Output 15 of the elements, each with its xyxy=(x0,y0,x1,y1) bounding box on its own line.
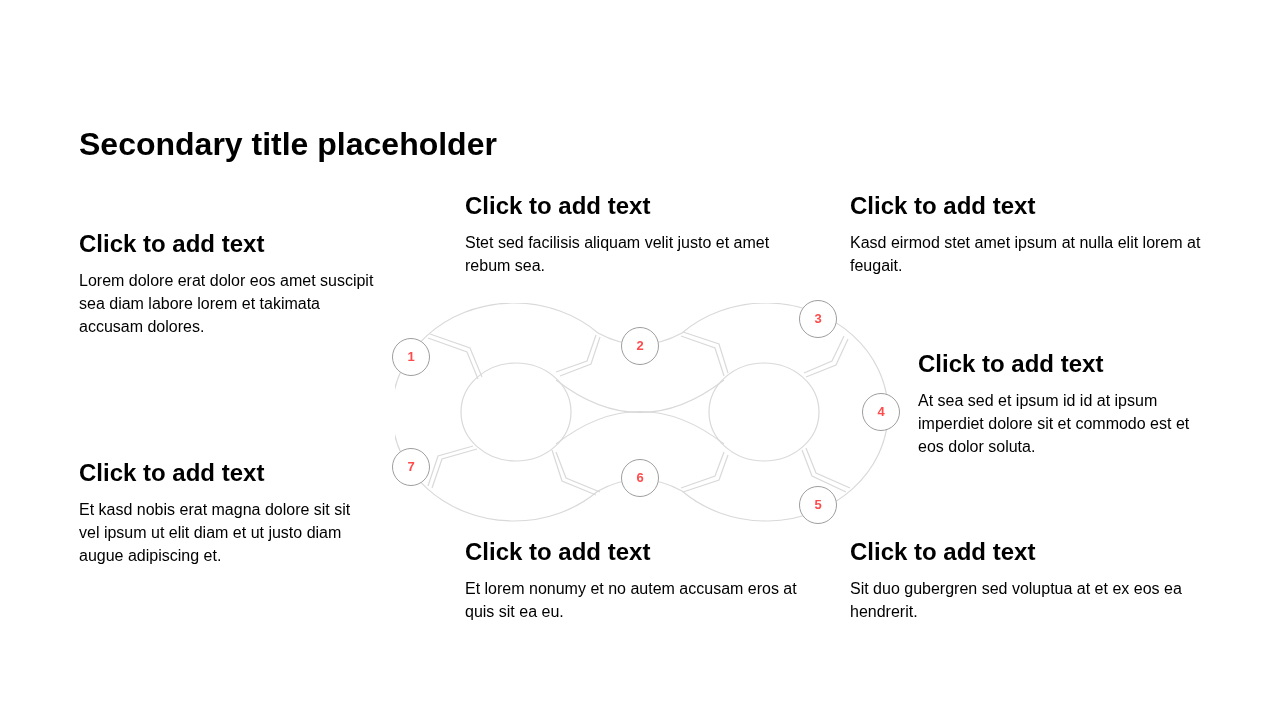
section-heading: Click to add text xyxy=(465,191,652,221)
slide-title: Secondary title placeholder xyxy=(79,125,497,164)
body-text: Et lorem nonumy et no autem accusam eros at quis sit ea eu. xyxy=(465,579,798,622)
section-heading: Click to add text xyxy=(850,191,1037,221)
body-text: Lorem dolore erat dolor eos amet suscipit sea diam labore lorem et takimata accusam dolores. xyxy=(79,271,375,337)
body-text: Kasd eirmod stet amet ipsum at nulla elit lorem at feugait. xyxy=(850,233,1202,276)
body-text: Stet sed facilisis aliquam velit justo et amet rebum sea. xyxy=(465,233,771,276)
section-heading: Click to add text xyxy=(79,229,266,259)
body-text: Sit duo gubergren sed voluptua at et ex eos ea hendrerit. xyxy=(850,579,1183,622)
body-text: At sea sed et ipsum id id at ipsum imperdiet dolore sit et commodo est et eos dolor soluta. xyxy=(918,391,1191,457)
section-heading: Click to add text xyxy=(465,537,652,567)
body-text: Et kasd nobis erat magna dolore sit sit vel ipsum ut elit diam et ut justo diam augue adipiscing et. xyxy=(79,500,352,566)
section-heading: Click to add text xyxy=(850,537,1037,567)
section-heading: Click to add text xyxy=(79,458,266,488)
section-heading: Click to add text xyxy=(918,349,1105,379)
